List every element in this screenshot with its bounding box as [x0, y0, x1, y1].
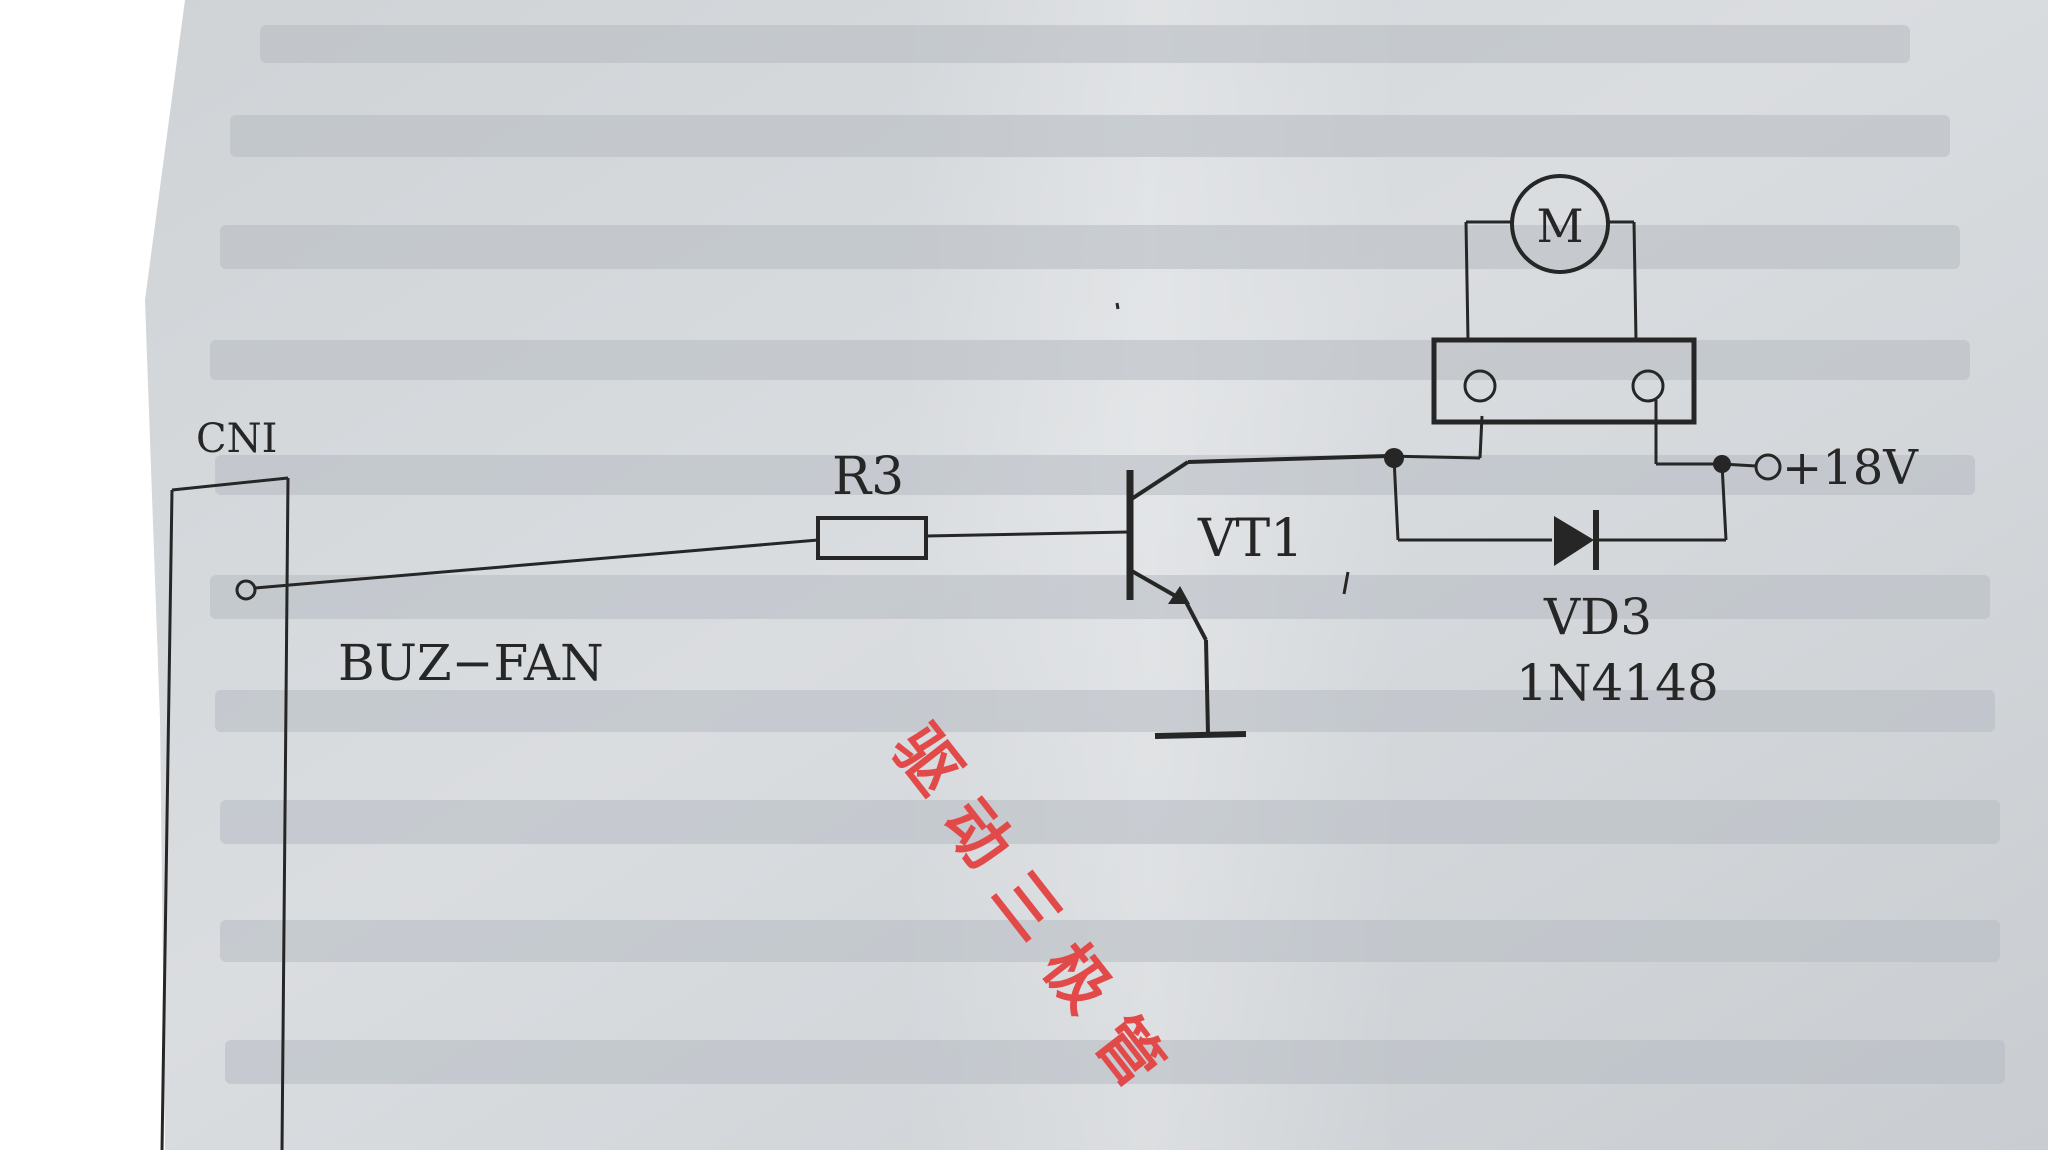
connector-cn1: [160, 476, 290, 1150]
resistor-r3: [816, 516, 928, 560]
transistor-label: VT1: [1197, 509, 1303, 569]
diode-ref-label: VD3: [1543, 588, 1652, 646]
motor-label: M: [1536, 199, 1583, 253]
supply-terminal: [1721, 453, 1782, 481]
base-wire: [925, 530, 1129, 538]
ground-symbol: [1154, 731, 1247, 739]
motor-symbol: [1510, 174, 1610, 274]
supply-label: +18V: [1782, 440, 1919, 496]
bleed-through-text: [210, 25, 2005, 1084]
diode-vd3: [1392, 457, 1728, 570]
input-wire: [254, 538, 819, 590]
stray-marks: [1115, 302, 1350, 595]
transistor-vt1: [1126, 454, 1389, 735]
signal-label: BUZ−FAN: [338, 634, 604, 692]
connector-label: CNI: [196, 416, 277, 462]
resistor-label: R3: [832, 447, 904, 507]
diode-part-label: 1N4148: [1516, 654, 1719, 712]
motor-wiring: [1387, 220, 1722, 466]
connector-pin: [235, 579, 257, 601]
